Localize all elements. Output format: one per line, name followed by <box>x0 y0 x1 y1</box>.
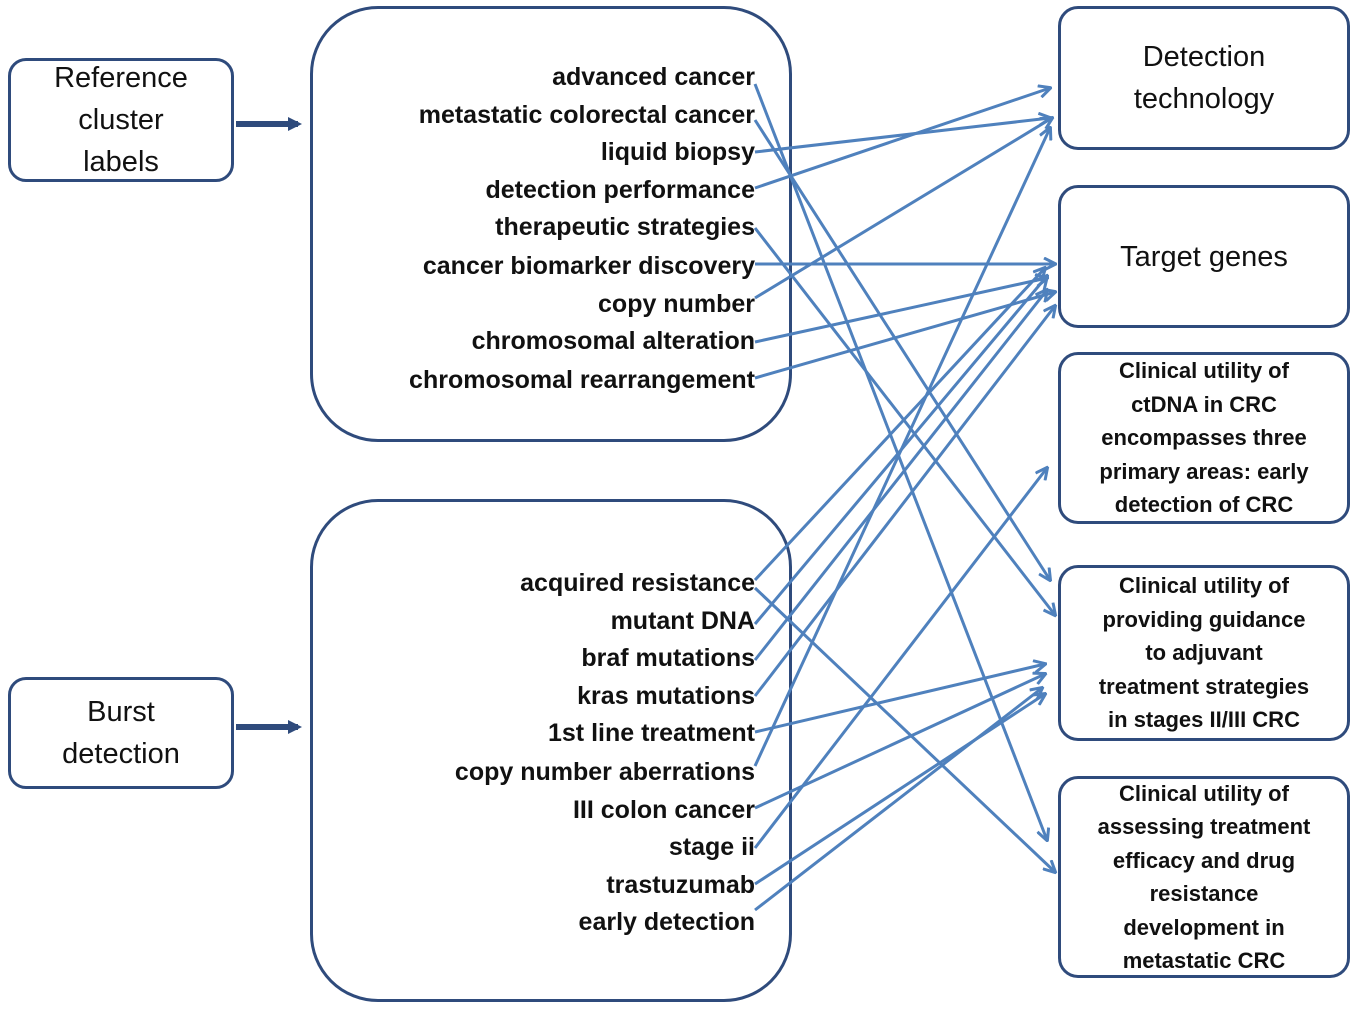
term-liquid-biopsy: liquid biopsy <box>600 138 755 166</box>
term-iii-colon-cancer: III colon cancer <box>572 796 755 824</box>
term-mutant-dna: mutant DNA <box>610 607 755 635</box>
term-1st-line-treatment: 1st line treatment <box>547 719 755 747</box>
arrow-1st-line-treatment-to-adjuvant <box>754 664 1045 734</box>
arrow-early-detection-to-adjuvant <box>754 688 1042 912</box>
term-detection-performance: detection performance <box>485 176 755 204</box>
term-metastatic-colorectal-cancer: metastatic colorectal cancer <box>418 101 755 129</box>
target-treatment-efficacy-utility-text: Clinical utility of assessing treatment … <box>1097 780 1311 974</box>
reference-cluster-labels-box: Reference cluster labels <box>8 58 234 182</box>
arrow-acquired-resistance-to-treatment-efficacy <box>753 586 1055 872</box>
term-cancer-biomarker-discovery: cancer biomarker discovery <box>422 252 755 280</box>
term-chromosomal-alteration: chromosomal alteration <box>471 327 755 355</box>
term-chromosomal-rearrangement: chromosomal rearrangement <box>409 366 755 394</box>
reference-cluster-labels-text: Reference cluster labels <box>54 62 188 178</box>
arrow-trastuzumab-to-adjuvant <box>754 694 1045 886</box>
reference-terms-box: advanced cancer metastatic colorectal ca… <box>310 6 792 442</box>
burst-detection-text: Burst detection <box>62 696 180 770</box>
burst-terms-box: acquired resistance mutant DNA braf muta… <box>310 499 792 1002</box>
arrow-therapeutic-strategies-to-adjuvant <box>753 227 1055 615</box>
arrow-advanced-cancer-to-treatment-efficacy <box>753 83 1047 840</box>
target-adjuvant-guidance-utility: Clinical utility of providing guidance t… <box>1058 565 1350 741</box>
term-advanced-cancer: advanced cancer <box>552 63 755 91</box>
target-detection-technology-text: Detection technology <box>1133 41 1275 115</box>
arrow-metastatic-colorectal-cancer-to-adjuvant <box>753 119 1050 580</box>
term-early-detection: early detection <box>578 908 755 936</box>
term-trastuzumab: trastuzumab <box>606 871 755 899</box>
term-therapeutic-strategies: therapeutic strategies <box>495 213 755 241</box>
target-detection-technology: Detection technology <box>1058 6 1350 150</box>
target-early-detection-utility-text: Clinical utility of ctDNA in CRC encompa… <box>1099 358 1309 518</box>
arrow-copy-number-aberrations-to-detection-technology <box>753 128 1050 767</box>
term-kras-mutations: kras mutations <box>577 682 755 710</box>
arrow-acquired-resistance-to-target-genes <box>753 268 1045 582</box>
arrow-detection-performance-to-detection-technology <box>754 88 1050 190</box>
target-treatment-efficacy-utility: Clinical utility of assessing treatment … <box>1058 776 1350 978</box>
target-target-genes: Target genes <box>1058 185 1350 328</box>
term-copy-number-aberrations: copy number aberrations <box>454 758 755 786</box>
arrow-stage-ii-to-early-detection-utility <box>753 468 1047 849</box>
target-target-genes-text: Target genes <box>1120 240 1288 273</box>
arrow-braf-mutations-to-target-genes <box>753 290 1047 661</box>
target-adjuvant-guidance-utility-text: Clinical utility of providing guidance t… <box>1098 573 1310 733</box>
arrow-liquid-biopsy-to-detection-technology <box>754 118 1050 154</box>
arrow-chromosomal-alteration-to-target-genes <box>754 278 1047 344</box>
arrow-chromosomal-rearrangement-to-target-genes <box>754 292 1055 380</box>
target-early-detection-utility: Clinical utility of ctDNA in CRC encompa… <box>1058 352 1350 524</box>
burst-detection-box: Burst detection <box>8 677 234 789</box>
arrow-kras-mutations-to-target-genes <box>753 306 1055 697</box>
term-stage-ii: stage ii <box>668 833 755 861</box>
term-acquired-resistance: acquired resistance <box>520 569 755 597</box>
term-copy-number: copy number <box>598 290 755 318</box>
term-braf-mutations: braf mutations <box>581 644 755 672</box>
arrow-copy-number-to-detection-technology <box>754 118 1052 300</box>
